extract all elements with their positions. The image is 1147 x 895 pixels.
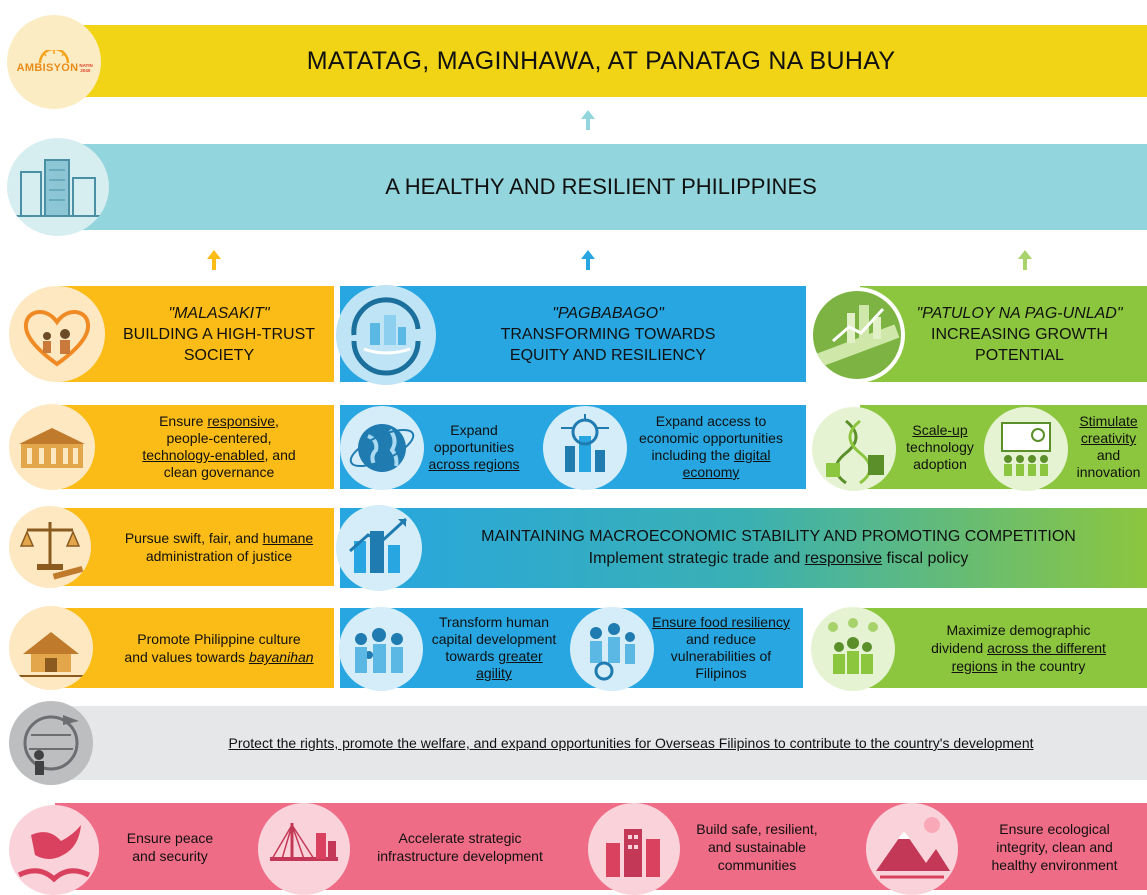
expand-access-text: Expand access to economic opportunities …: [639, 413, 783, 480]
governance-text-line: people-centered,: [166, 430, 272, 446]
peace-security-text: Ensure peace and security: [126, 829, 214, 864]
human-capital-text: Transform human capital development towa…: [431, 614, 557, 681]
culture-box: Promote Philippine culture and values to…: [58, 608, 334, 688]
vulnerable-groups-icon: [570, 607, 654, 691]
pillar-quote: "PATULOY NA PAG-UNLAD": [916, 304, 1123, 322]
logo-suffix: NATIN 2040: [79, 63, 93, 73]
community-people-icon: [811, 607, 895, 691]
pillar-line: BUILDING A HIGH-TRUST: [122, 325, 316, 343]
digital-economy-icon: [543, 406, 627, 490]
globe-icon: [340, 406, 424, 490]
peace-dove-icon: [9, 805, 99, 895]
stimulate-text: Stimulate creativity and innovation: [1076, 413, 1141, 480]
infrastructure-bridge-icon: [258, 803, 350, 895]
city-building-icon: [7, 138, 109, 236]
goal-title: A HEALTHY AND RESILIENT PHILIPPINES: [385, 174, 817, 199]
overseas-filipinos-band: Protect the rights, promote the welfare,…: [55, 706, 1147, 780]
city-growth-icon: [336, 505, 422, 591]
macroeconomic-subtitle: Implement strategic trade and responsive…: [588, 550, 969, 567]
logo-brand: AMBISYON: [16, 62, 79, 74]
justice-box: Pursue swift, fair, and humane administr…: [58, 508, 334, 586]
mountain-environment-icon: [866, 803, 958, 895]
governance-text-line: clean governance: [163, 464, 275, 480]
family-icon: [339, 607, 423, 691]
transformation-cycle-icon: [336, 285, 436, 385]
governance-text-line: Ensure responsive,: [159, 413, 279, 429]
pillar-line: EQUITY AND RESILIENCY: [509, 346, 707, 364]
pillar-quote: "MALASAKIT": [168, 304, 270, 322]
pillar-line: TRANSFORMING TOWARDS: [500, 325, 716, 343]
scaleup-text: Scale-up technology adoption: [906, 421, 974, 472]
growth-road-icon: [809, 287, 905, 383]
ambisyon-logo: AMBISYON NATIN 2040: [7, 15, 101, 109]
pillar-line: POTENTIAL: [975, 346, 1064, 364]
macroeconomic-title: MAINTAINING MACROECONOMIC STABILITY AND …: [481, 528, 1076, 545]
pillar-patuloy: "PATULOY NA PAG-UNLAD" INCREASING GROWTH…: [860, 286, 1147, 382]
governance-text-line: technology-enabled, and: [142, 447, 296, 463]
environment-text: Ensure ecological integrity, clean and h…: [991, 820, 1118, 873]
demographic-box: Maximize demographic dividend across the…: [860, 608, 1147, 688]
overseas-filipinos-text: Protect the rights, promote the welfare,…: [228, 735, 1034, 751]
governance-box: Ensure responsive, people-centered, tech…: [58, 405, 334, 489]
government-building-icon: [9, 404, 95, 490]
heart-family-icon: [9, 286, 105, 382]
food-resiliency-text: Ensure food resiliency and reduce vulner…: [652, 614, 790, 681]
bahay-kubo-icon: [9, 606, 93, 690]
resilient-community-icon: [588, 803, 680, 895]
scales-of-justice-icon: [9, 506, 91, 588]
pillar-quote: "PAGBABAGO": [552, 304, 664, 322]
vision-band: MATATAG, MAGINHAWA, AT PANATAG NA BUHAY: [55, 25, 1147, 97]
pillar-line: INCREASING GROWTH: [931, 325, 1108, 343]
pillar-line: SOCIETY: [183, 346, 255, 364]
macroeconomic-box: MAINTAINING MACROECONOMIC STABILITY AND …: [340, 508, 1147, 588]
communities-text: Build safe, resilient, and sustainable c…: [696, 820, 818, 873]
innovation-team-icon: [984, 407, 1068, 491]
infrastructure-text: Accelerate strategic infrastructure deve…: [377, 829, 543, 864]
overseas-worker-icon: [9, 701, 93, 785]
vision-title: MATATAG, MAGINHAWA, AT PANATAG NA BUHAY: [306, 46, 896, 75]
dna-lab-icon: [812, 407, 896, 491]
sun-icon: [38, 50, 70, 64]
expand-regions-text: Expand opportunities across regions: [428, 421, 520, 472]
goal-band: A HEALTHY AND RESILIENT PHILIPPINES: [55, 144, 1147, 230]
